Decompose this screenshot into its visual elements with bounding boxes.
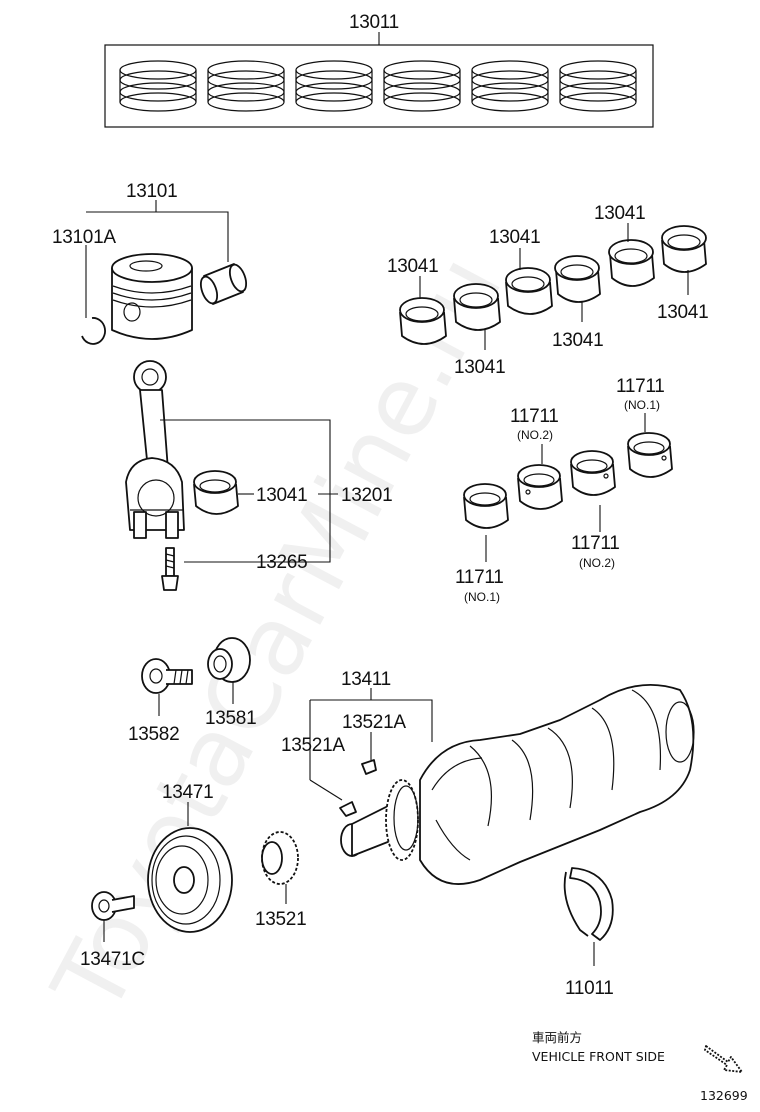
- label-11711-a: 11711: [455, 567, 504, 588]
- rod-bolt: [161, 547, 179, 591]
- ring-set-3: [295, 60, 373, 112]
- sublabel-no1-a: (NO.1): [464, 590, 500, 604]
- sublabel-no2-a: (NO.2): [517, 428, 553, 442]
- main-bearing-1: [463, 483, 509, 529]
- piston-ring-set: [104, 32, 654, 128]
- label-13101: 13101: [126, 181, 177, 202]
- front-direction-arrow-icon: [704, 1045, 743, 1073]
- sublabel-no2-b: (NO.2): [579, 556, 615, 570]
- ring-set-5: [471, 60, 549, 112]
- label-13411: 13411: [341, 669, 391, 690]
- crank-bearing-row: [399, 223, 707, 350]
- connecting-rod-assembly: [125, 360, 338, 591]
- label-13041-e: 13041: [594, 203, 645, 224]
- label-13471c: 13471C: [80, 949, 145, 970]
- label-13265: 13265: [256, 552, 307, 573]
- bearing-shell-2: [453, 283, 501, 331]
- main-bearing-4: [627, 432, 673, 478]
- ring-set-4: [383, 60, 461, 112]
- bearing-shell-1: [399, 297, 447, 345]
- label-11711-d: 11711: [616, 376, 665, 397]
- label-13582: 13582: [128, 724, 179, 745]
- main-bearing-2: [517, 464, 563, 510]
- main-bearing-3: [570, 450, 616, 496]
- pulley-bolt: [91, 891, 135, 942]
- main-bearing-row: [463, 413, 673, 562]
- label-13101a: 13101A: [52, 227, 116, 248]
- label-11011: 11011: [565, 978, 614, 999]
- crank-pulley: [147, 802, 233, 933]
- label-13041-c: 13041: [489, 227, 540, 248]
- piston-assembly: [81, 200, 248, 345]
- ring-set-6: [559, 60, 637, 112]
- label-13521a-b: 13521A: [281, 735, 345, 756]
- label-13041-d: 13041: [552, 330, 603, 351]
- label-13521a-a: 13521A: [342, 712, 406, 733]
- label-13471: 13471: [162, 782, 213, 803]
- crankshaft: [340, 683, 695, 885]
- thrust-washer: [563, 867, 614, 966]
- woodruff-key-1: [339, 801, 357, 817]
- figure-number: 132699: [700, 1088, 748, 1103]
- woodruff-key-2: [361, 759, 377, 775]
- label-13041-b: 13041: [454, 357, 505, 378]
- rod-bearing-shell: [193, 470, 239, 515]
- label-13041-a: 13041: [387, 256, 438, 277]
- label-13041-rod: 13041: [256, 485, 307, 506]
- label-13041-f: 13041: [657, 302, 708, 323]
- bearing-shell-4: [554, 255, 601, 303]
- crank-timing-gear: [261, 831, 299, 904]
- ring-set-2: [207, 60, 285, 112]
- bearing-shell-6: [661, 225, 707, 273]
- direction-note-japanese: 車両前方: [532, 1030, 582, 1045]
- flywheel-bolt: [141, 658, 193, 716]
- label-13011: 13011: [349, 12, 399, 33]
- label-13521: 13521: [255, 909, 306, 930]
- sublabel-no1-b: (NO.1): [624, 398, 660, 412]
- snap-ring: [81, 317, 106, 345]
- crankshaft-assembly: [309, 683, 695, 885]
- label-11711-c: 11711: [571, 533, 620, 554]
- piston-pin: [199, 263, 248, 305]
- pilot-bushing: [207, 637, 251, 704]
- ring-set-1: [119, 60, 197, 112]
- piston: [111, 253, 193, 340]
- connecting-rod: [125, 360, 185, 539]
- label-13201: 13201: [341, 485, 392, 506]
- bearing-shell-3: [505, 267, 553, 315]
- label-11711-b: 11711: [510, 406, 559, 427]
- bearing-shell-5: [608, 239, 655, 287]
- direction-note-english: VEHICLE FRONT SIDE: [532, 1049, 665, 1064]
- label-13581: 13581: [205, 708, 256, 729]
